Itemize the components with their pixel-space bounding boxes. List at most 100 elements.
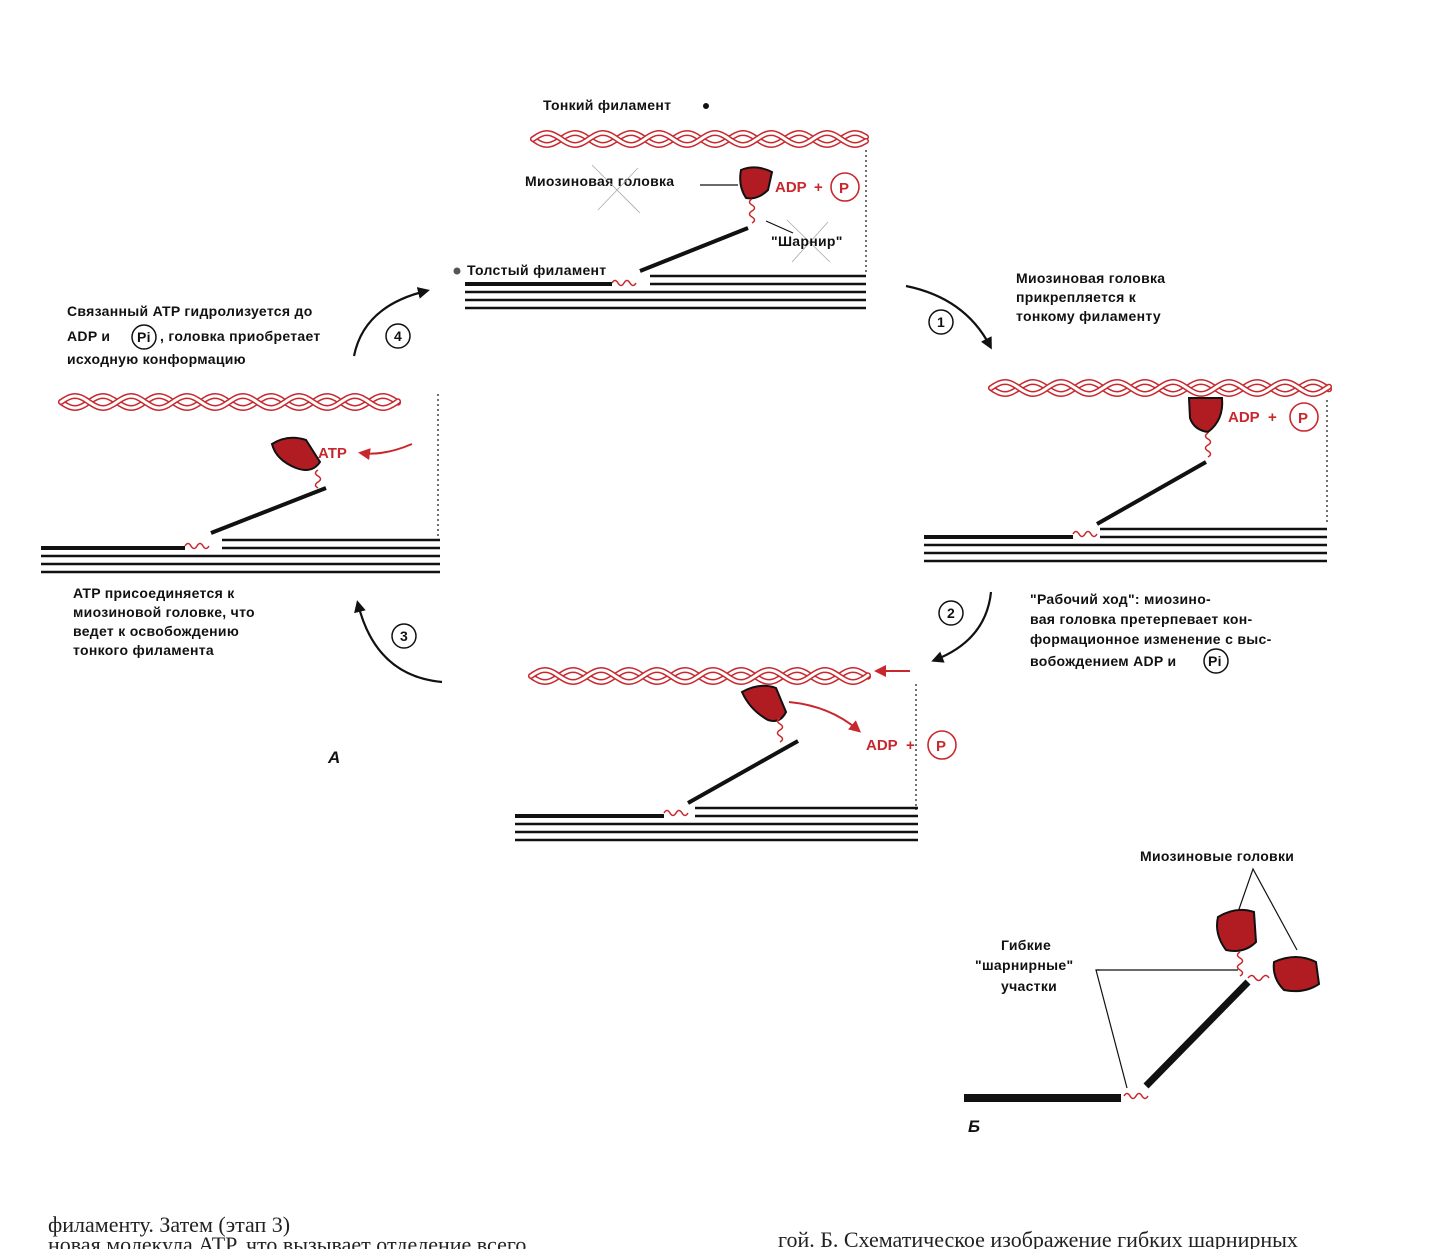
cycle-arrow-2 [931,591,993,663]
rope-strand-fill [531,131,868,147]
hinge-regions-label-line: Гибкие [1001,937,1051,953]
hinge-spring [1247,974,1270,982]
step-3-number: 3 [400,628,408,644]
thick-filament-label: Толстый филамент [467,262,606,278]
lower-hinge-spring [663,809,689,817]
step-4-text-line: ADP и [67,328,110,344]
rope-strand-fill [59,394,400,410]
panel-b: Миозиновые головки Гибкие "шарнирные" уч… [964,848,1321,1136]
page-footer: филаменту. Затем (этап 3) новая молекула… [48,1212,1298,1249]
bottom-panel: ADP + P [515,665,957,842]
thick-filament [465,274,866,310]
step-3-text-line: ведет к освобождению [73,623,239,639]
thick-filament [41,538,440,574]
thin-filament-rope [528,666,871,686]
pi-label: Pi [137,329,151,345]
panel-b-label: Б [968,1117,980,1136]
step-1-text-line: тонкому филаменту [1016,308,1161,324]
step-4-text-line: , головка приобретает [160,328,321,344]
hinge-leader-lines [1095,969,1238,1089]
lower-hinge-spring [611,279,637,287]
cycle-arrow-3 [354,600,443,684]
step-2-text-line: вобождением ADP и [1030,653,1176,669]
step-4-text-line: исходную конформацию [67,351,246,367]
lower-hinge-spring [1123,1092,1149,1100]
top-panel: Тонкий филамент Миозиновая головка ADP +… [453,97,869,310]
adp-label: ADP [1228,409,1260,426]
lower-hinge-spring [184,542,210,550]
right-panel: ADP + P [924,378,1332,563]
myosin-neck [639,226,749,273]
atp-label: ATP [318,445,347,462]
footer-right-line-1: гой. Б. Схематическое изображение гибких… [778,1227,1298,1249]
myosin-head [1216,908,1258,952]
thin-filament-label: Тонкий филамент [543,97,671,113]
cycle-arrow-1 [905,284,992,350]
thick-filament [924,527,1327,563]
step-1-badge [928,309,954,335]
step-3-text-line: ATP присоединяется к [73,585,235,601]
step-1-text-line: Миозиновая головка [1016,270,1165,286]
phosphate-label: P [936,738,946,755]
step-3-text-line: тонкого филамента [73,642,214,658]
lower-hinge-spring [1072,530,1098,538]
hinge-spring [776,717,784,743]
myosin-neck [1143,979,1251,1089]
faint-mark [591,164,641,214]
step-3-text-line: миозиновой головке, что [73,604,255,620]
step-1-text-line: прикрепляется к [1016,289,1137,305]
pi-label: Pi [1208,653,1222,669]
footer-left-line-1: филаменту. Затем (этап 3) [48,1212,290,1237]
pi-circle [131,324,157,350]
hinge-spring [314,469,322,489]
myosin-neck [1096,460,1207,526]
myosin-head [740,684,788,722]
hinge-spring [1236,951,1244,977]
hinge-regions-label-line: "шарнирные" [975,957,1073,973]
phosphate-label: P [1298,410,1308,427]
adp-label: ADP [775,179,807,196]
phosphate-circle [927,730,957,760]
myosin-neck [210,486,327,535]
step-4-badge [385,323,411,349]
atp-arrow [358,443,413,461]
step-2-badge [938,600,964,626]
hinge-regions-label-line: участки [1001,978,1057,994]
cycle-arrow-4 [352,287,430,357]
footer-left-line-2: новая молекула ATP, что вызывает отделен… [48,1232,526,1249]
hinge-label: "Шарнир" [771,233,843,249]
release-arrow [788,701,862,733]
step-4-number: 4 [394,328,402,344]
thick-filament [515,806,918,842]
myosin-heads-label: Миозиновые головки [1140,848,1294,864]
step-2-number: 2 [947,605,955,621]
marker-dot [703,103,709,109]
step-2-text-line: формационное изменение с выс- [1030,631,1272,647]
step-1-number: 1 [937,314,945,330]
myosin-head-label: Миозиновая головка [525,173,674,189]
myosin-neck [687,739,799,805]
hinge-spring [748,198,756,224]
left-panel: ATP [41,392,440,574]
step-3-badge [391,623,417,649]
rope-strand-fill [989,380,1331,396]
step-2-text-line: вая головка претерпевает кон- [1030,611,1252,627]
pi-circle [1203,648,1229,674]
phosphate-circle [1289,402,1319,432]
plus-sign: + [1268,409,1277,426]
myosin-head [270,436,322,471]
step-4-text-line: Связанный ATP гидролизуется до [67,303,313,319]
plus-sign: + [814,179,823,196]
phosphate-circle [830,172,860,202]
thin-filament-rope [988,378,1332,398]
myosin-head [1272,956,1321,993]
hinge-leader [765,220,794,234]
myosin-head [739,166,774,200]
phosphate-label: P [839,180,849,197]
thin-filament-rope [58,392,401,412]
marker-dot [453,267,461,275]
thin-filament-rope [530,129,869,149]
hinge-spring [1204,432,1212,458]
panel-a-label: А [327,748,340,767]
